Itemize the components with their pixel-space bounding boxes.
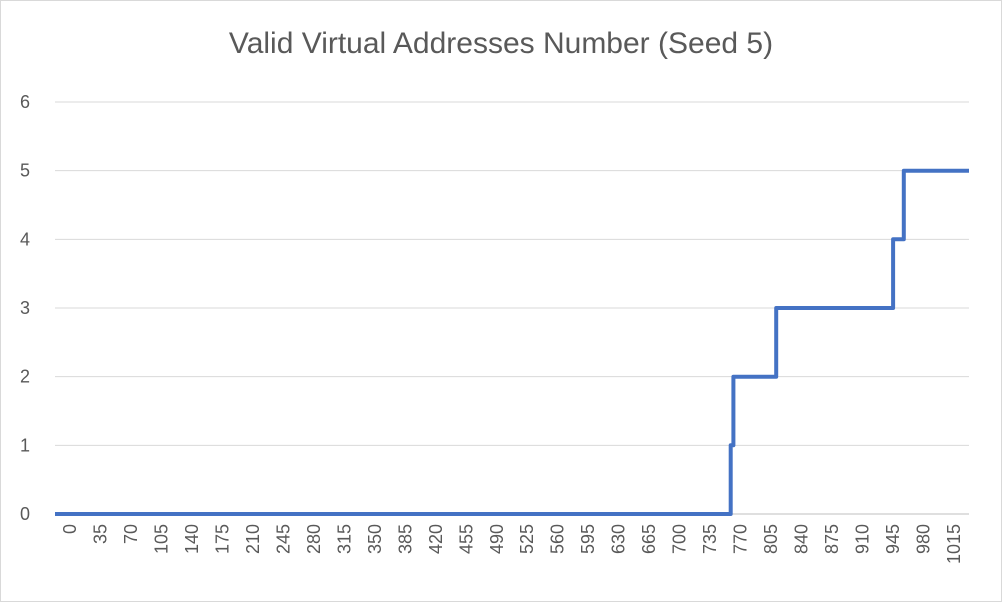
y-tick-label: 1 — [20, 435, 30, 455]
x-tick-label: 105 — [152, 524, 172, 554]
y-tick-label: 6 — [20, 92, 30, 112]
y-tick-label: 4 — [20, 229, 30, 249]
x-tick-label: 385 — [395, 524, 415, 554]
x-tick-label: 560 — [548, 524, 568, 554]
x-tick-label: 840 — [791, 524, 811, 554]
x-tick-label: 945 — [883, 524, 903, 554]
chart-title: Valid Virtual Addresses Number (Seed 5) — [228, 27, 774, 60]
x-tick-label: 175 — [213, 524, 233, 554]
x-tick-label: 805 — [761, 524, 781, 554]
x-tick-label: 630 — [609, 524, 629, 554]
series-line — [55, 168, 969, 516]
x-tick-label: 700 — [670, 524, 690, 554]
x-tick-label: 315 — [334, 524, 354, 554]
x-tick-label: 875 — [822, 524, 842, 554]
x-tick-label: 420 — [426, 524, 446, 554]
x-tick-label: 245 — [274, 524, 294, 554]
y-tick-label: 2 — [20, 367, 30, 387]
x-tick-label: 595 — [578, 524, 598, 554]
x-tick-label: 910 — [852, 524, 872, 554]
x-tick-label: 0 — [60, 524, 80, 534]
x-tick-label: 665 — [639, 524, 659, 554]
x-tick-label: 770 — [731, 524, 751, 554]
x-tick-label: 140 — [182, 524, 202, 554]
x-tick-label: 350 — [365, 524, 385, 554]
x-axis-ticks: 0 35 70 105 140 175 210 245 280 315 350 385 420 455 49… — [60, 524, 964, 564]
x-tick-label: 210 — [243, 524, 263, 554]
x-tick-label: 735 — [700, 524, 720, 554]
x-tick-label: 1015 — [944, 524, 964, 564]
x-tick-label: 490 — [487, 524, 507, 554]
y-tick-label: 5 — [20, 161, 30, 181]
series-group — [55, 168, 969, 516]
x-tick-label: 70 — [121, 524, 141, 544]
y-tick-label: 0 — [20, 504, 30, 524]
x-tick-label: 280 — [304, 524, 324, 554]
x-tick-label: 35 — [91, 524, 111, 544]
x-tick-label: 980 — [913, 524, 933, 554]
y-axis-ticks: 0 1 2 3 4 5 6 — [20, 92, 30, 524]
y-tick-label: 3 — [20, 298, 30, 318]
x-tick-label: 455 — [456, 524, 476, 554]
x-tick-label: 525 — [517, 524, 537, 554]
